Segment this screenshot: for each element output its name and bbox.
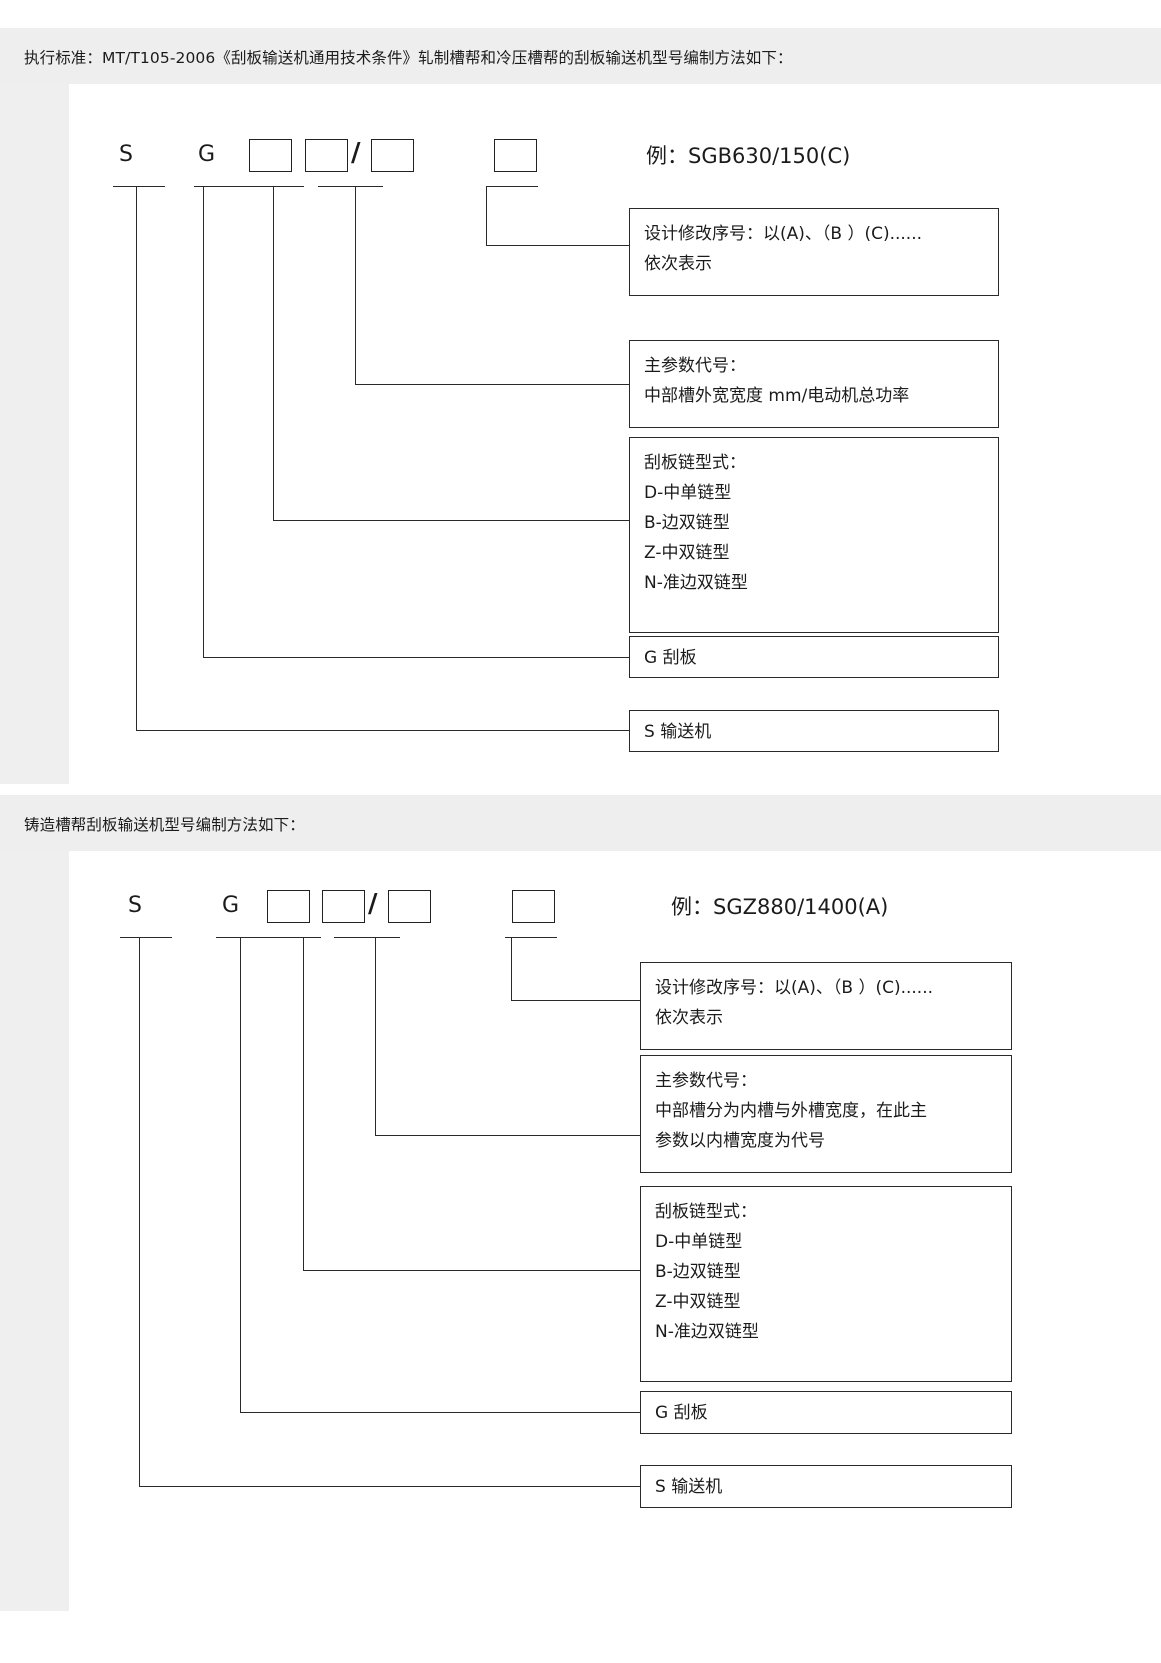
section-2-leader-v-chain [303, 937, 304, 1271]
section-1-leader-v-scraper [203, 186, 204, 658]
desc-line: S 输送机 [644, 722, 712, 742]
desc-line: 主参数代号： [644, 356, 746, 376]
section-1-desc-scraper: G 刮板 [629, 636, 999, 678]
section-2-underline-box23 [334, 937, 400, 938]
section-1-leader-h-param [355, 384, 630, 385]
desc-line: 依次表示 [655, 1008, 723, 1028]
section-2-leader-h-scraper [240, 1412, 640, 1413]
section-2-desc-main-parameter: 主参数代号： 中部槽分为内槽与外槽宽度，在此主 参数以内槽宽度为代号 [640, 1055, 1012, 1173]
section-1-desc-conveyor: S 输送机 [629, 710, 999, 752]
section-1-leader-h-conveyor [136, 730, 630, 731]
section-2-leader-v-design [511, 937, 512, 1001]
section-2-leader-h-design [511, 1000, 640, 1001]
desc-line: G 刮板 [655, 1403, 708, 1423]
section-1-underline-s [113, 186, 165, 187]
section-1-diagram-panel [69, 84, 1161, 784]
section-2-heading: 铸造槽帮刮板输送机型号编制方法如下： [24, 816, 305, 834]
section-1-glyph-g: G [198, 142, 216, 167]
section-1-desc-design-revision: 设计修改序号：以(A)、（B ）(C)...... 依次表示 [629, 208, 999, 296]
desc-line: 刮板链型式： [644, 453, 746, 473]
section-2-leader-v-scraper [240, 937, 241, 1413]
section-1-leader-v-param [355, 186, 356, 385]
section-2-desc-scraper: G 刮板 [640, 1391, 1012, 1434]
desc-line: G 刮板 [644, 648, 697, 668]
section-2-heading-band [0, 795, 1161, 851]
section-2-leader-h-chain [303, 1270, 640, 1271]
section-1-leader-v-chain [273, 186, 274, 521]
section-2-leader-v-param [375, 937, 376, 1136]
section-2-left-gutter [0, 851, 69, 1611]
desc-line: 设计修改序号：以(A)、（B ）(C)...... [655, 978, 934, 998]
desc-line: 依次表示 [644, 254, 712, 274]
section-2-leader-h-param [375, 1135, 640, 1136]
section-2-code-box-4 [512, 890, 555, 923]
section-2-code-box-3 [388, 890, 431, 923]
section-2-code-box-2 [322, 890, 365, 923]
section-2-underline-g [216, 937, 272, 938]
section-1-underline-box4 [486, 186, 538, 187]
desc-line: 刮板链型式： [655, 1202, 757, 1222]
section-1-desc-chain-type: 刮板链型式： D-中单链型 B-边双链型 Z-中双链型 N-准边双链型 [629, 437, 999, 633]
section-1-code-box-2 [305, 139, 348, 172]
section-1-separator: / [351, 138, 361, 168]
section-1-example: 例：SGB630/150(C) [646, 144, 851, 168]
section-1-heading-band [0, 28, 1161, 84]
section-1-code-box-1 [249, 139, 292, 172]
desc-line: 中部槽外宽宽度 mm/电动机总功率 [644, 386, 910, 406]
section-1-leader-h-scraper [203, 657, 630, 658]
desc-line: Z-中双链型 [644, 543, 730, 563]
section-2-underline-s [120, 937, 172, 938]
section-2-desc-conveyor: S 输送机 [640, 1465, 1012, 1508]
desc-line: B-边双链型 [655, 1262, 741, 1282]
section-1-code-box-4 [494, 139, 537, 172]
desc-line: N-准边双链型 [655, 1322, 759, 1342]
section-1-heading: 执行标准：MT/T105-2006《刮板输送机通用技术条件》轧制槽帮和冷压槽帮的… [24, 49, 793, 67]
desc-line: D-中单链型 [655, 1232, 743, 1252]
desc-line: 参数以内槽宽度为代号 [655, 1131, 825, 1151]
section-2-desc-chain-type: 刮板链型式： D-中单链型 B-边双链型 Z-中双链型 N-准边双链型 [640, 1186, 1012, 1382]
desc-line: D-中单链型 [644, 483, 732, 503]
section-2-leader-v-conveyor [139, 937, 140, 1487]
section-1-glyph-s: S [119, 142, 133, 167]
section-2-example: 例：SGZ880/1400(A) [671, 895, 889, 919]
section-1-code-box-3 [371, 139, 414, 172]
section-1-underline-box1 [249, 186, 304, 187]
section-1-leader-h-design [486, 245, 629, 246]
section-1-underline-g [194, 186, 252, 187]
section-2-separator: / [368, 889, 378, 919]
section-2-desc-design-revision: 设计修改序号：以(A)、（B ）(C)...... 依次表示 [640, 962, 1012, 1050]
desc-line: 设计修改序号：以(A)、（B ）(C)...... [644, 224, 923, 244]
desc-line: 中部槽分为内槽与外槽宽度，在此主 [655, 1101, 927, 1121]
section-2-code-box-1 [267, 890, 310, 923]
section-2-glyph-g: G [222, 893, 240, 918]
desc-line: N-准边双链型 [644, 573, 748, 593]
section-2-underline-box1 [267, 937, 321, 938]
desc-line: Z-中双链型 [655, 1292, 741, 1312]
section-2-underline-box4 [505, 937, 557, 938]
section-1-leader-h-chain [273, 520, 630, 521]
section-1-left-gutter [0, 84, 69, 784]
section-1-leader-v-conveyor [136, 186, 137, 731]
desc-line: B-边双链型 [644, 513, 730, 533]
section-1-leader-v-design [486, 186, 487, 246]
section-1-desc-main-parameter: 主参数代号： 中部槽外宽宽度 mm/电动机总功率 [629, 340, 999, 428]
section-1-underline-box23 [318, 186, 383, 187]
section-2-leader-h-conveyor [139, 1486, 640, 1487]
desc-line: 主参数代号： [655, 1071, 757, 1091]
desc-line: S 输送机 [655, 1477, 723, 1497]
section-2-glyph-s: S [128, 893, 142, 918]
